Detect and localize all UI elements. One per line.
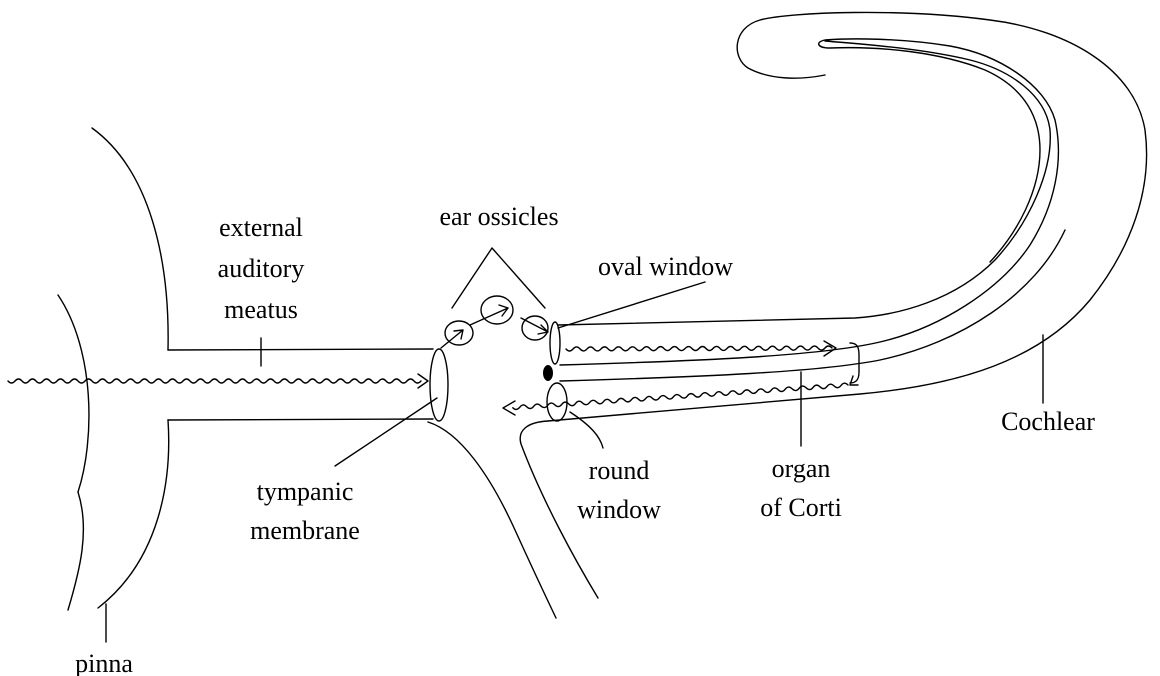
label-tympanic-line1: tympanic (257, 477, 354, 506)
ossicles-pointer (452, 248, 545, 308)
label-external-line1: external (219, 213, 303, 242)
middle-ear-left-wall (428, 422, 556, 618)
pinna-inner-curve (58, 295, 89, 492)
ossicle-arrow-3 (521, 318, 548, 334)
pinna-outer-curve (92, 128, 169, 608)
label-external-line3: meatus (224, 295, 298, 324)
ossicle-incus (481, 296, 513, 324)
label-round-line1: round (589, 456, 650, 485)
helicotrema-dot (543, 365, 553, 381)
sound-wave-upper-arrowhead (824, 341, 836, 356)
label-oval-window: oval window (598, 252, 733, 281)
label-organ-line2: of Corti (760, 493, 842, 522)
label-ear-ossicles: ear ossicles (439, 202, 558, 231)
cochlea-bottom-wall (548, 12, 1147, 421)
sound-wave-in (8, 379, 421, 383)
label-external-line2: auditory (218, 254, 305, 283)
label-pinna: pinna (75, 649, 133, 676)
label-tympanic-line2: membrane (250, 516, 360, 545)
cochlea-top-wall (558, 41, 1050, 325)
tympanic-membrane (430, 349, 448, 421)
label-cochlear: Cochlear (1001, 407, 1095, 436)
cochlea-inner-top (560, 39, 1058, 365)
pinna-lower-curve (68, 492, 83, 610)
label-organ-line1: organ (772, 454, 831, 483)
oval-window-leader (558, 282, 705, 328)
label-round-line2: window (577, 495, 661, 524)
ear-canal-lower-wall (168, 419, 433, 420)
sound-wave-upper-chamber (566, 346, 832, 351)
sound-wave-in-arrowhead (418, 374, 428, 388)
ear-canal-upper-wall (168, 349, 433, 350)
tympanic-leader (335, 398, 437, 466)
